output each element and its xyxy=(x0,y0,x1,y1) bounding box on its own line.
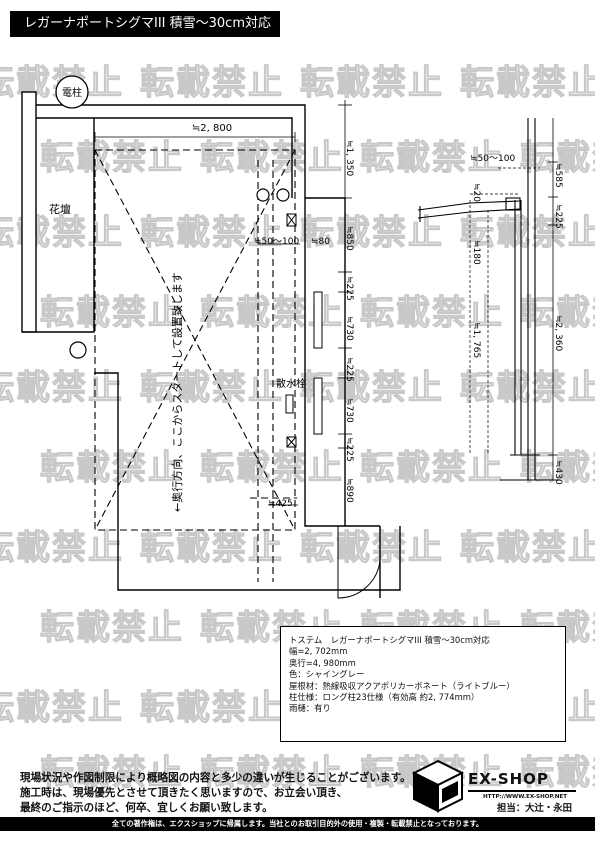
wall-fixtures xyxy=(285,213,323,448)
watermark-text: 転載禁止 xyxy=(520,138,595,179)
watermark-text: 転載禁止 xyxy=(520,448,595,489)
watermark-text: 転載禁止 xyxy=(300,528,444,569)
dim-80: ≒80 xyxy=(311,237,330,247)
note-line-2: 施工時は、現場優先とさせて頂きたく思いますので、お立会い頂き、 xyxy=(20,787,348,799)
watermark-text: 転載禁止 xyxy=(300,368,444,409)
post-icon xyxy=(256,188,270,202)
watermark-text: 転載禁止 xyxy=(40,753,184,794)
watermark-text: 転載禁止 xyxy=(40,138,184,179)
cube-logo-icon xyxy=(411,759,465,813)
spec-roof: 屋根材：熱線吸収アクアポリカーボネート（ライトブルー） xyxy=(289,680,515,691)
spec-post: 柱仕様：ロング柱23仕様（有効高 約2, 774mm） xyxy=(289,692,480,703)
elev-dim-585: ≒585 xyxy=(553,163,563,188)
watermark-text: 転載禁止 xyxy=(0,368,124,409)
hydrant-label: 散水栓 xyxy=(276,377,306,390)
watermark-text: 転載禁止 xyxy=(520,293,595,334)
dim-890: ≒890 xyxy=(344,478,354,503)
watermark-text: 転載禁止 xyxy=(360,293,504,334)
flower-bed-label: 花壇 xyxy=(49,202,71,216)
dim-225b: ≒225 xyxy=(344,357,354,382)
watermark-text: 転載禁止 xyxy=(140,63,284,104)
note-line-3: 最終のご指示のほど、何卒、宜しくお願い致します。 xyxy=(20,802,273,814)
dim-425: ≒425 xyxy=(268,499,293,509)
elev-dim-225: ≒225 xyxy=(553,204,563,229)
spec-depth: 奥行=4, 980mm xyxy=(289,657,356,668)
watermark-text: 転載禁止 xyxy=(300,63,444,104)
elev-dim-offset: ≒50～100 xyxy=(470,154,515,164)
brand-underline xyxy=(468,790,576,792)
watermark-text: 転載禁止 xyxy=(460,368,595,409)
carport-outline xyxy=(94,149,297,582)
elevation-dimension-lines xyxy=(469,167,540,455)
watermark-text: 転載禁止 xyxy=(0,688,124,729)
boundary-walls xyxy=(21,91,401,598)
watermark-text: 転載禁止 xyxy=(460,528,595,569)
watermark-text: 転載禁止 xyxy=(140,528,284,569)
watermark-text: 転載禁止 xyxy=(140,688,284,729)
utility-pole-icon xyxy=(55,75,89,109)
elev-dim-180: ≒180 xyxy=(471,240,481,265)
spec-product: トステム レガーナポートシグマIII 積雪～30cm対応 xyxy=(289,635,490,645)
watermark-text: 転載禁止 xyxy=(520,753,595,794)
watermark-text: 転載禁止 xyxy=(460,213,595,254)
utility-pole-label: 電柱 xyxy=(62,86,82,99)
brand-name: EX-SHOP xyxy=(468,770,549,788)
spec-width: 幅=2, 702mm xyxy=(289,646,348,657)
elev-dim-430: ≒430 xyxy=(553,460,563,485)
plan-dimension-lines xyxy=(94,100,352,527)
install-direction-note: ←奥行方向、ここからスタートして設置致します xyxy=(170,272,184,512)
site-notes: 現場状況や作図制限により概略図の内容と多少の違いが生じることがございます。 施工… xyxy=(20,771,411,816)
drain-icon xyxy=(69,341,87,359)
note-line-1: 現場状況や作図制限により概略図の内容と多少の違いが生じることがございます。 xyxy=(20,772,411,784)
brand-logo xyxy=(411,759,465,813)
watermark-text: 転載禁止 xyxy=(200,138,344,179)
watermark-text: 転載禁止 xyxy=(40,448,184,489)
elev-dim-1765: ≒1, 765 xyxy=(471,322,481,358)
dim-850: ≒850 xyxy=(344,226,354,251)
page-title: レガーナポートシグマIII 積雪～30cm対応 xyxy=(10,11,280,37)
spec-box: トステム レガーナポートシグマIII 積雪～30cm対応 幅=2, 702mm … xyxy=(280,626,566,742)
post-icon xyxy=(276,188,290,202)
watermark-text: 転載禁止 xyxy=(200,753,344,794)
watermark-text: 転載禁止 xyxy=(140,368,284,409)
elev-dim-2360: ≒2, 360 xyxy=(553,315,563,351)
dim-top-gap: ≒1, 350 xyxy=(344,140,354,176)
brand-url[interactable]: HTTP://WWW.EX-SHOP.NET xyxy=(483,794,568,800)
elevation-right-dims xyxy=(548,118,558,481)
elev-dim-20: ≒20 xyxy=(471,183,481,202)
watermark-text: 転載禁止 xyxy=(40,608,184,649)
side-elevation xyxy=(417,118,560,481)
watermark-text: 転載禁止 xyxy=(40,293,184,334)
dim-730a: ≒730 xyxy=(344,316,354,341)
watermark-text: 転載禁止 xyxy=(0,213,124,254)
watermark-text: 転載禁止 xyxy=(360,138,504,179)
watermark-text: 転載禁止 xyxy=(0,528,124,569)
dim-225a: ≒225 xyxy=(344,276,354,301)
door-swing xyxy=(337,526,381,599)
spec-gutter: 雨樋：有り xyxy=(289,703,331,714)
dim-225c: ≒225 xyxy=(344,437,354,462)
watermark-text: 転載禁止 xyxy=(360,448,504,489)
watermark-text: 転載禁止 xyxy=(200,448,344,489)
watermark-text: 転載禁止 xyxy=(460,63,595,104)
staff-label: 担当：大辻・永田 xyxy=(497,803,573,814)
dim-width: ≒2, 800 xyxy=(192,123,232,134)
spec-color: 色：シャイングレー xyxy=(289,669,365,680)
dim-offset: ≒50～100 xyxy=(254,237,299,247)
copyright-footer: 全ての著作権は、エクスショップに帰属します。当社とのお取引目的外の使用・複製・転… xyxy=(0,817,595,831)
watermark-text: 転載禁止 xyxy=(300,213,444,254)
dim-730b: ≒730 xyxy=(344,398,354,423)
